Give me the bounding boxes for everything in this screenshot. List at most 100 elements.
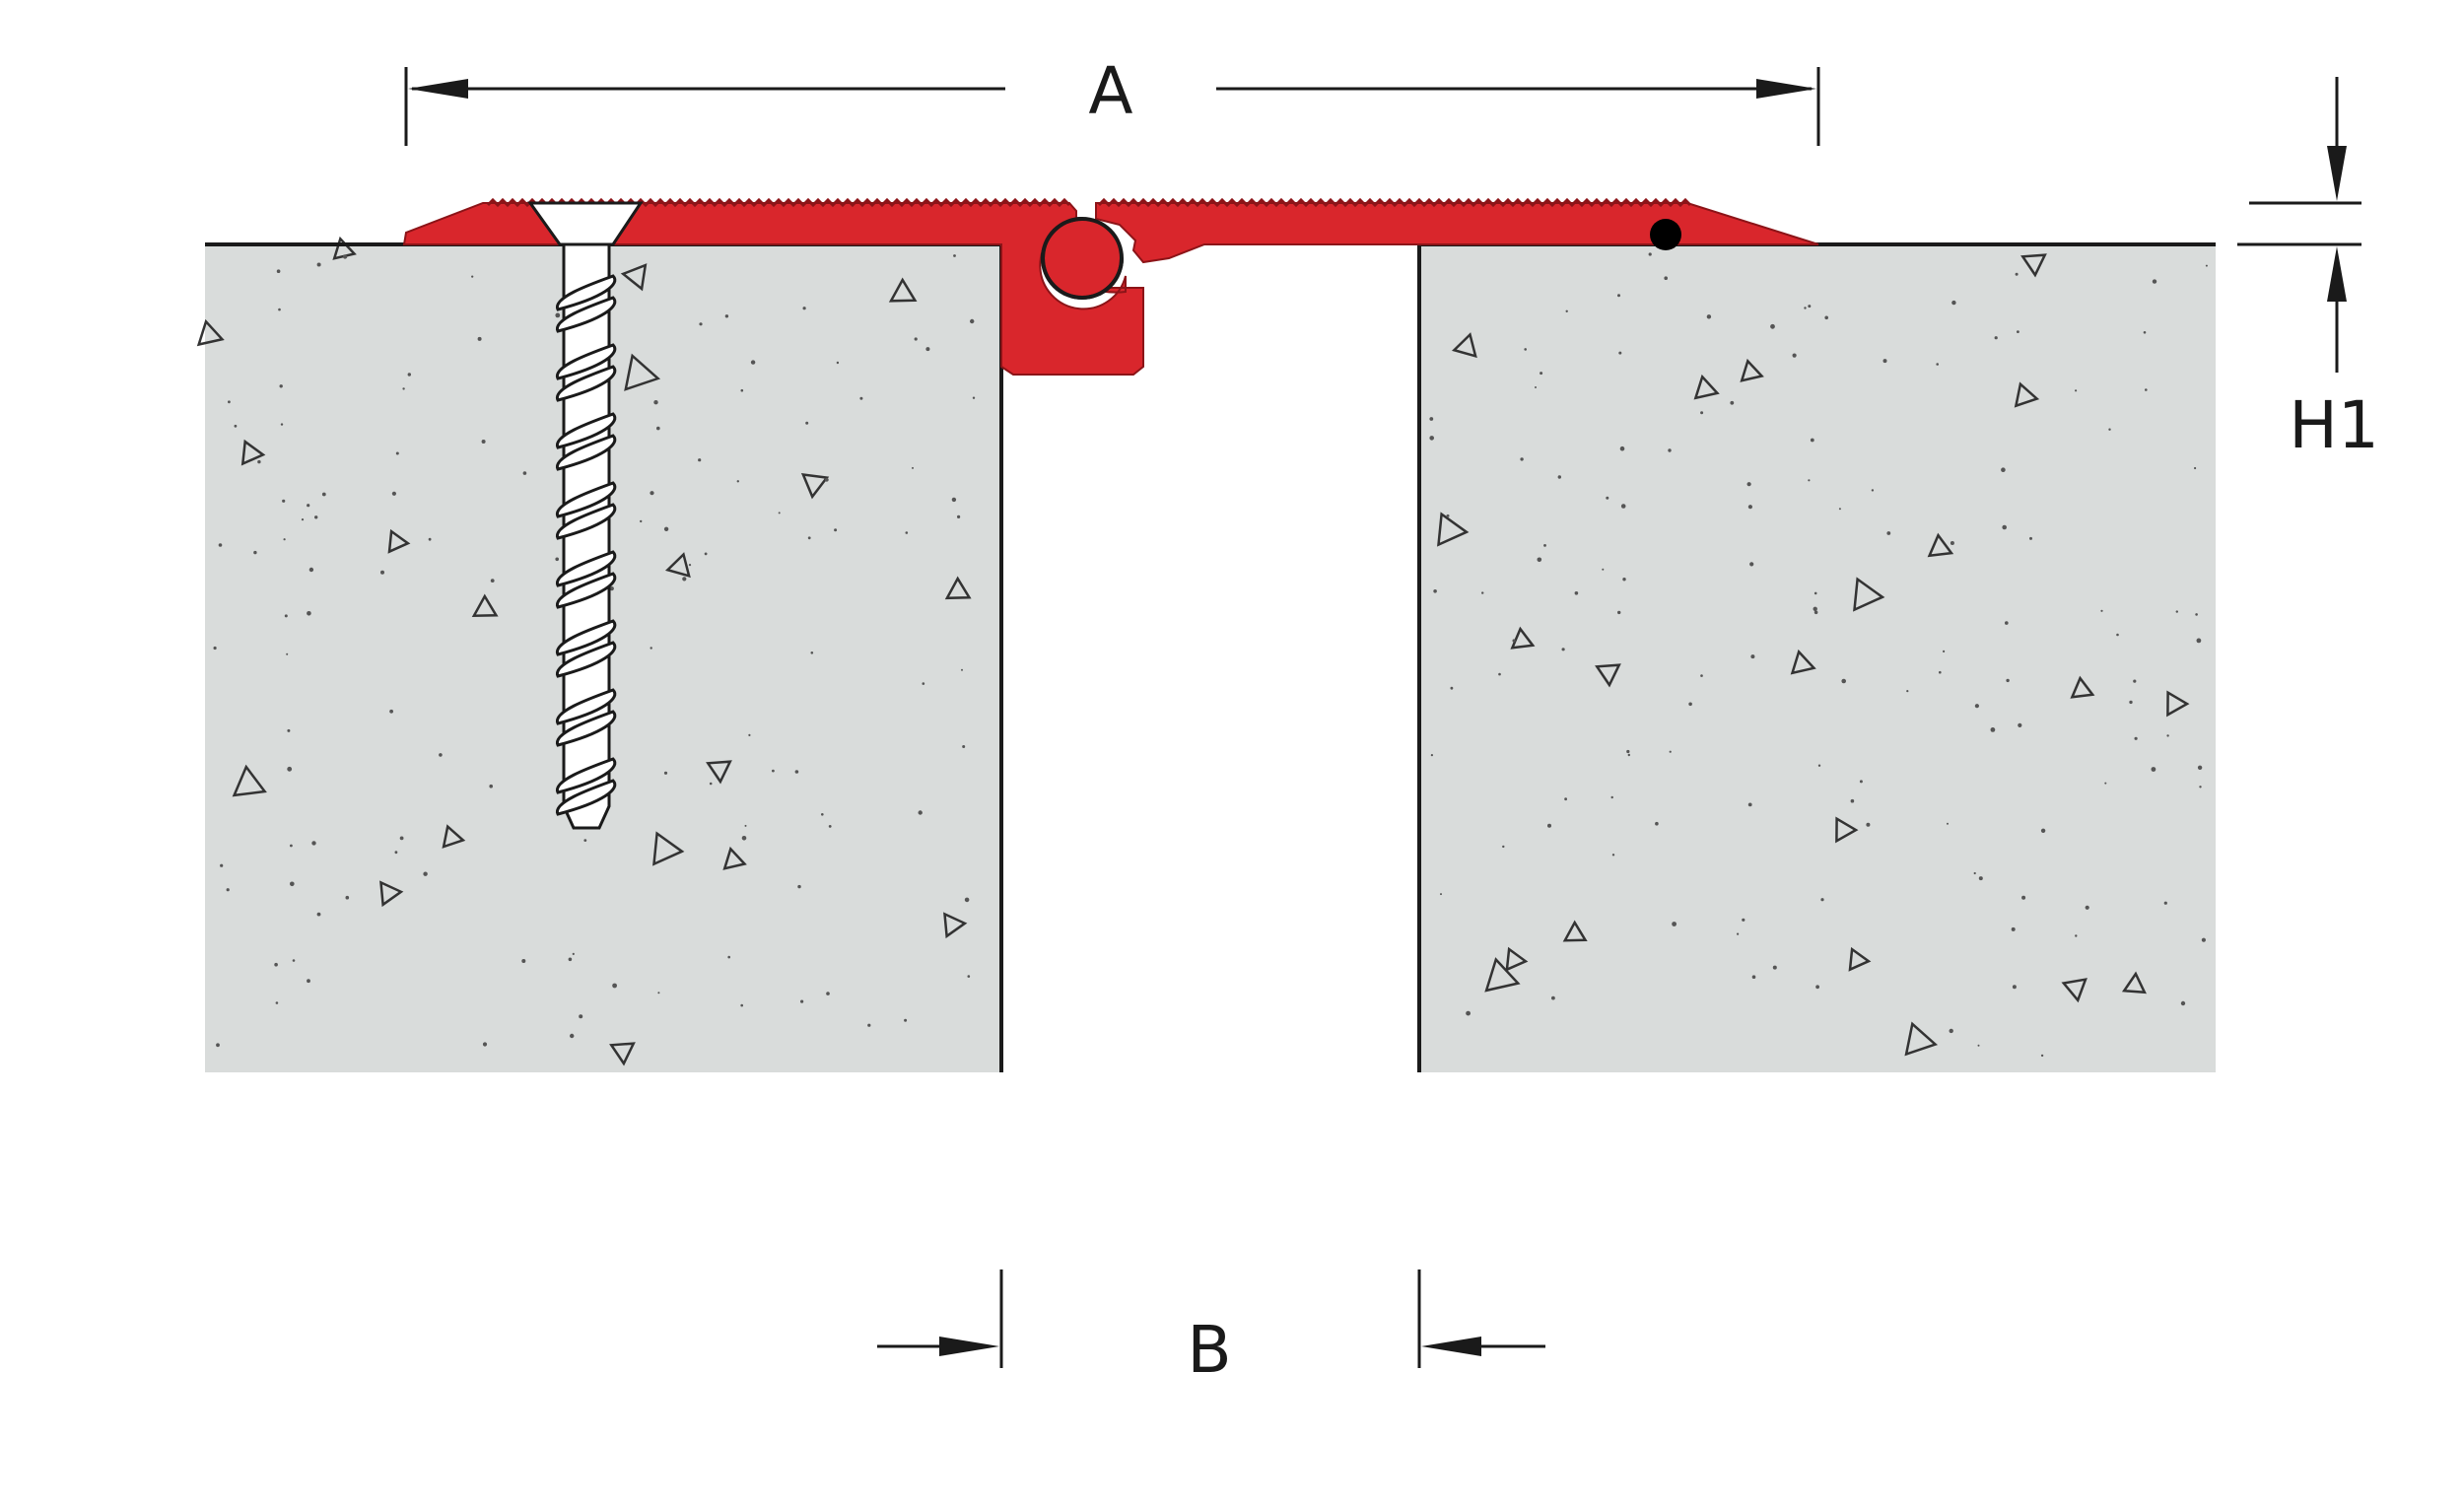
concrete-speck [1974,704,1979,709]
concrete-speck [423,871,428,876]
concrete-speck [1481,591,1484,594]
concrete-speck [2134,736,2138,740]
aggregate-triangle [1505,946,1529,972]
concrete-speck [1824,315,1828,320]
countersunk-screw [527,201,644,830]
concrete-speck [957,514,961,519]
concrete-speck [2100,609,2103,612]
concrete-speck [308,567,314,573]
concrete-speck [1792,353,1797,358]
concrete-speck [821,813,824,816]
concrete-speck [727,955,730,959]
concrete-speck [1535,386,1537,388]
concrete-speck [1602,568,1605,571]
aggregate-triangle [379,880,404,908]
aggregate-triangle [1848,946,1872,972]
concrete-speck [740,1003,743,1007]
concrete-speck [1949,1028,1953,1034]
concrete-speck [2015,272,2019,276]
screw-thread [556,343,617,380]
concrete-speck [1804,307,1807,309]
aggregate-triangle [800,472,830,500]
concrete-speck [342,254,348,259]
concrete-speck [867,1023,871,1027]
concrete-speck [216,1043,220,1048]
concrete-speck [682,577,687,582]
concrete-speck [1627,753,1631,757]
concrete-speck [1502,845,1505,849]
aggregate-triangle [1484,957,1521,993]
concrete-speck [2005,621,2009,625]
dimension-b-label: B [1187,1312,1231,1388]
concrete-speck [1747,505,1752,510]
concrete-speck [290,881,295,887]
concrete-speck [345,895,350,900]
right-concrete-slab [1419,244,2216,1072]
concrete-speck [807,536,811,540]
concrete-speck [953,254,956,257]
concrete-speck [2085,905,2089,910]
screw-threads [556,274,617,816]
concrete-speck [962,745,966,748]
concrete-speck [748,733,751,737]
concrete-speck [2116,633,2119,637]
concrete-speck [2021,895,2026,900]
concrete-speck [1524,348,1527,351]
aggregate-triangle [609,1042,636,1066]
concrete-speck [482,1042,488,1047]
concrete-speck [1939,670,1942,674]
aggregate-triangle [624,353,661,391]
concrete-speck [2075,389,2078,392]
aggregate-triangle [2020,253,2047,278]
concrete-speck [380,570,384,575]
concrete-speck [283,538,286,541]
concrete-speck [226,888,230,892]
concrete-speck [307,979,310,984]
concrete-speck [1882,359,1887,364]
screw-thread [556,296,617,333]
concrete-speck [967,975,971,978]
concrete-speck [640,519,643,523]
concrete-speck [1450,686,1454,690]
concrete-speck [1871,489,1875,492]
concrete-speck [805,421,809,425]
aggregate-triangle [442,824,466,849]
concrete-speck [709,782,713,786]
concrete-speck [1564,797,1567,801]
screw-thread [556,481,617,518]
concrete-speck [741,836,747,841]
concrete-speck [307,504,310,508]
concrete-speck [1737,932,1740,935]
concrete-speck [2001,467,2006,473]
concrete-speck [213,646,217,651]
aggregate-triangle [1437,512,1470,547]
concrete-speck [389,709,393,714]
seal-dot [1650,219,1681,250]
concrete-speck [2143,331,2147,334]
concrete-speck [2133,679,2137,683]
concrete-speck [301,518,305,521]
aggregate-triangle [240,439,266,466]
concrete-speck [1730,400,1735,405]
concrete-speck [656,426,660,431]
concrete-speck [276,269,281,274]
concrete-speck [522,471,527,475]
right-serrated-surface [1097,197,1692,208]
concrete-speck [1611,854,1615,857]
concrete-speck [1466,1010,1471,1016]
concrete-speck [316,912,321,917]
concrete-speck [471,275,474,278]
concrete-speck [1430,754,1433,757]
screw-thread [556,779,617,816]
aggregate-triangle [2061,978,2088,1003]
concrete-speck [1648,252,1652,256]
screw-thread [556,641,617,678]
screw-thread [556,757,617,794]
concrete-speck [253,550,257,555]
screw-thread [556,503,617,540]
concrete-speck [1668,448,1672,452]
concrete-speck [834,528,838,532]
aggregate-triangle [2166,690,2190,718]
concrete-speck [836,361,840,365]
aggregate-triangle [1853,577,1885,612]
